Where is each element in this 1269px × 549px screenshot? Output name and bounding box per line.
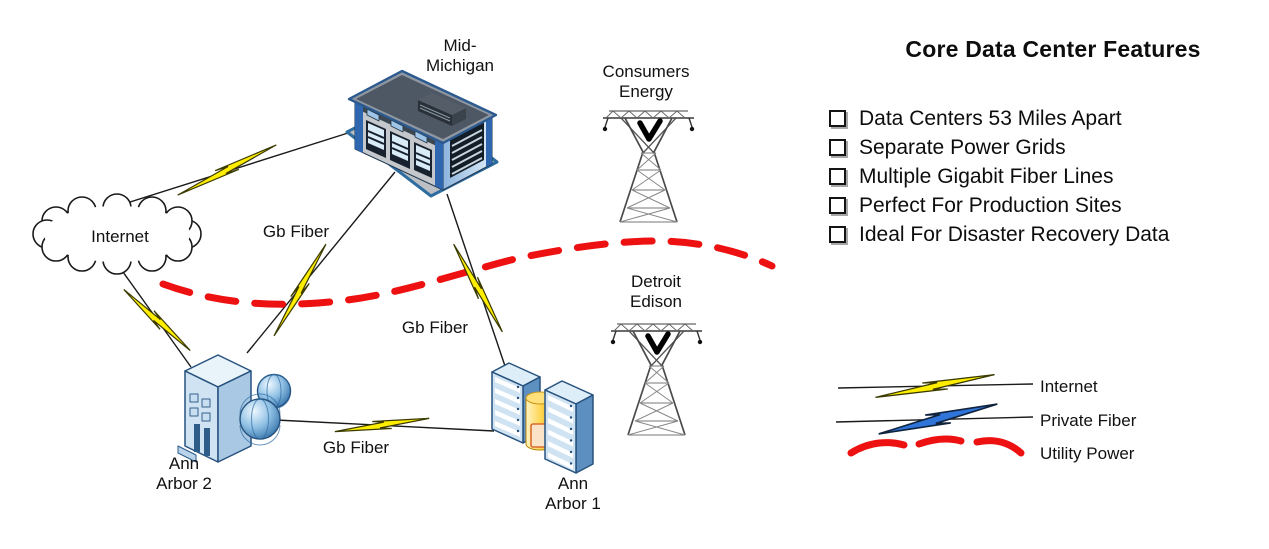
mid-michigan-label: Mid- Michigan xyxy=(425,36,495,75)
transmission-tower-icon xyxy=(611,324,702,435)
yellow-lightning-icon xyxy=(874,373,996,399)
feature-item: Ideal For Disaster Recovery Data xyxy=(829,220,1169,249)
checkbox-icon xyxy=(829,139,846,156)
consumers-energy-label: Consumers Energy xyxy=(602,62,690,101)
ann-arbor-1-label: Ann Arbor 1 xyxy=(545,474,601,513)
transmission-tower-icon xyxy=(603,111,694,222)
ann-arbor-2-label: Ann Arbor 2 xyxy=(156,454,212,493)
feature-item-text: Ideal For Disaster Recovery Data xyxy=(859,222,1170,246)
checkbox-icon xyxy=(829,197,846,214)
lightning-bolt-icon xyxy=(171,144,283,196)
feature-item: Perfect For Production Sites xyxy=(829,191,1169,220)
feature-item-text: Perfect For Production Sites xyxy=(859,193,1122,217)
web-server-building-icon xyxy=(177,354,292,463)
gb-fiber-label: Gb Fiber xyxy=(262,222,330,241)
legend-label-utility-power: Utility Power xyxy=(1040,444,1135,463)
legend-symbols xyxy=(835,373,1034,457)
link-midmichigan-annarbor2-line xyxy=(246,171,396,354)
legend-label-internet: Internet xyxy=(1040,377,1098,396)
legend-label-private-fiber: Private Fiber xyxy=(1040,411,1137,430)
feature-item: Data Centers 53 Miles Apart xyxy=(829,104,1169,133)
link-internet-midmichigan-line xyxy=(126,132,349,204)
feature-item: Multiple Gigabit Fiber Lines xyxy=(829,162,1169,191)
checkbox-icon xyxy=(829,110,846,127)
feature-item-text: Data Centers 53 Miles Apart xyxy=(859,106,1122,130)
internet-label: Internet xyxy=(91,227,149,247)
utility-power-boundary-line xyxy=(159,237,776,308)
feature-item-text: Multiple Gigabit Fiber Lines xyxy=(859,164,1114,188)
globe-icon xyxy=(239,398,281,440)
server-racks-icon xyxy=(491,362,594,474)
page-title: Core Data Center Features xyxy=(905,36,1201,62)
datacenter-building-icon xyxy=(345,69,499,198)
lightning-bolt-icon xyxy=(334,413,430,437)
feature-list: Data Centers 53 Miles Apart Separate Pow… xyxy=(829,104,1169,249)
gb-fiber-label: Gb Fiber xyxy=(322,438,390,457)
legend-utility-power-dashes xyxy=(847,435,1025,457)
feature-item: Separate Power Grids xyxy=(829,133,1169,162)
feature-item-text: Separate Power Grids xyxy=(859,135,1066,159)
checkbox-icon xyxy=(829,168,846,185)
cloud-icon xyxy=(32,193,202,275)
detroit-edison-label: Detroit Edison xyxy=(630,272,682,311)
checkbox-icon xyxy=(829,226,846,243)
gb-fiber-label: Gb Fiber xyxy=(401,318,469,337)
internet-label-text: Internet xyxy=(91,227,149,246)
